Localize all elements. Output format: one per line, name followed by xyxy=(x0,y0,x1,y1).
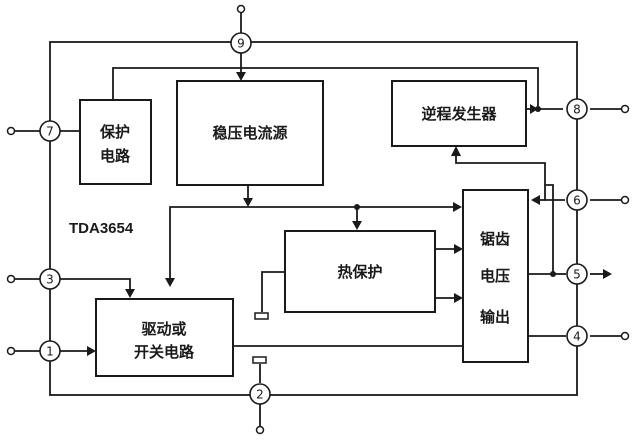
arrow-into-driver-bus xyxy=(165,278,175,287)
arrow-regulator-out xyxy=(243,198,253,207)
pin-6-label: 6 xyxy=(573,194,581,208)
block-regulator xyxy=(176,80,324,186)
terminal-pin7 xyxy=(6,126,16,136)
regulator-label: 稳压电流源 xyxy=(212,124,287,142)
pin-8-label: 8 xyxy=(573,103,581,117)
arrow-into-driver-pin1 xyxy=(87,346,96,356)
terminal-pin3 xyxy=(6,274,16,284)
sawtooth-label-1: 锯齿 xyxy=(480,230,510,248)
protect-label-2: 电路 xyxy=(100,147,131,165)
arrow-into-driver-pin3 xyxy=(125,289,135,298)
terminal-pin1 xyxy=(6,346,16,356)
chip-label: TDA3654 xyxy=(69,220,134,237)
arrow-into-regulator xyxy=(236,72,246,81)
arrow-thermal-sawtooth-2 xyxy=(454,293,463,303)
ground-symbol-thermal xyxy=(254,312,269,320)
terminal-pin6 xyxy=(620,195,630,205)
pin-7-label: 7 xyxy=(46,125,54,139)
pin-1-label: 1 xyxy=(46,345,54,359)
block-thermal xyxy=(284,230,436,313)
wire-supply-pin8 xyxy=(112,67,563,110)
arrow-into-sawtooth-top xyxy=(453,202,462,212)
arrow-pin5-out xyxy=(603,269,612,279)
sawtooth-label-3: 输出 xyxy=(480,308,510,326)
pin-2-circle xyxy=(249,383,271,405)
arrow-into-sawtooth-pin6 xyxy=(531,195,540,205)
protect-label-1: 保护 xyxy=(99,123,130,141)
arrow-into-flyback xyxy=(451,146,461,156)
wire-pin6-flyback xyxy=(455,153,565,201)
wire-pin5-loop xyxy=(528,184,554,275)
pin-7-circle xyxy=(39,120,61,142)
pin-3-label: 3 xyxy=(46,273,54,287)
pin-6-circle xyxy=(566,189,588,211)
pin-4-label: 4 xyxy=(573,330,581,344)
block-flyback xyxy=(391,80,527,147)
block-protect xyxy=(79,99,152,185)
ground-symbol-pin2 xyxy=(252,356,267,364)
driver-label-1: 驱动或 xyxy=(141,320,186,338)
sawtooth-label-2: 电压 xyxy=(480,267,510,285)
wire-pin3-driver xyxy=(59,278,131,289)
pin-2-label: 2 xyxy=(256,388,264,402)
pin-3-circle xyxy=(39,268,61,290)
pin-9-label: 9 xyxy=(237,37,245,51)
pin-4-circle xyxy=(566,325,588,347)
flyback-label: 逆程发生器 xyxy=(421,105,497,123)
wire-thermal-ground xyxy=(261,271,285,312)
arrow-into-thermal xyxy=(352,221,362,230)
chip-outline xyxy=(49,41,578,396)
pin-5-circle xyxy=(566,263,588,285)
arrow-thermal-sawtooth-1 xyxy=(454,244,463,254)
pin-5-label: 5 xyxy=(573,268,581,282)
pin-9-circle xyxy=(230,32,252,54)
terminal-pin9 xyxy=(236,4,246,14)
terminal-pin2 xyxy=(255,425,265,435)
pin-8-circle xyxy=(566,98,588,120)
block-driver xyxy=(95,298,234,377)
arrow-into-flyback-junction xyxy=(530,104,538,114)
thermal-label: 热保护 xyxy=(337,263,382,281)
pin-1-circle xyxy=(39,340,61,362)
driver-label-2: 开关电路 xyxy=(134,343,195,361)
terminal-pin8 xyxy=(620,104,630,114)
block-sawtooth xyxy=(462,189,529,363)
terminal-pin4 xyxy=(620,331,630,341)
